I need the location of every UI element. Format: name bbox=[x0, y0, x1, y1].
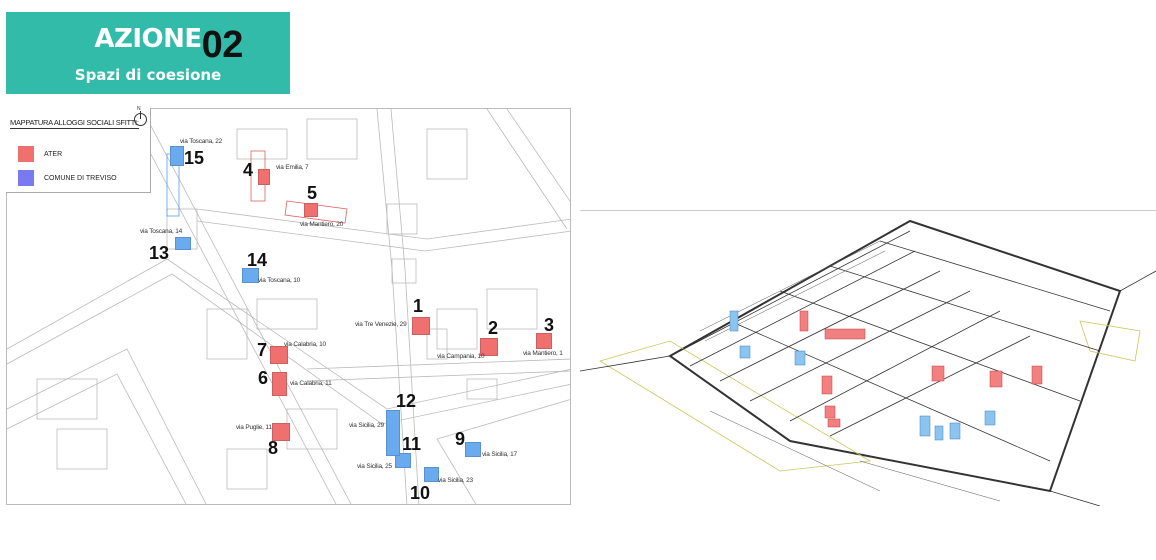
marker-address: via Toscana, 14 bbox=[140, 228, 183, 235]
housing-unit-marker-3 bbox=[536, 333, 552, 349]
map-legend: MAPPATURA ALLOGGI SOCIALI SFITTI: ATER C… bbox=[6, 108, 151, 193]
north-arrow-icon bbox=[134, 111, 147, 126]
housing-unit-marker-7 bbox=[270, 346, 288, 364]
marker-number: 3 bbox=[544, 315, 555, 335]
housing-unit-marker-15 bbox=[170, 146, 184, 166]
housing-unit-marker-8 bbox=[272, 423, 290, 441]
marker-address: via Sicilia, 29 bbox=[349, 422, 384, 429]
marker-number: 13 bbox=[149, 243, 170, 263]
housing-unit-marker-2 bbox=[480, 338, 498, 356]
marker-address: via Emilia, 7 bbox=[276, 164, 309, 171]
legend-title: MAPPATURA ALLOGGI SOCIALI SFITTI: bbox=[10, 118, 139, 129]
axonometric-drawing bbox=[579, 219, 1156, 507]
housing-unit-marker-14 bbox=[242, 268, 259, 283]
housing-unit-marker-4 bbox=[258, 169, 270, 185]
marker-address: via Mantiero, 1 bbox=[523, 350, 563, 357]
housing-unit-marker-11 bbox=[395, 453, 411, 468]
action-banner: AZIONE 02 Spazi di coesione bbox=[6, 12, 290, 94]
housing-unit-marker-6 bbox=[272, 372, 287, 396]
legend-swatch-comune bbox=[18, 170, 34, 186]
marker-address: via Campania, 10 bbox=[437, 353, 485, 360]
marker-address: via Calabria, 11 bbox=[290, 380, 332, 387]
marker-address: via Calabria, 10 bbox=[284, 341, 326, 348]
street-network bbox=[7, 109, 570, 504]
marker-number: 2 bbox=[488, 318, 499, 338]
banner-subtitle: Spazi di coesione bbox=[74, 66, 222, 84]
marker-number: 10 bbox=[410, 483, 431, 503]
housing-unit-marker-12 bbox=[386, 410, 400, 456]
housing-unit-marker-1 bbox=[412, 317, 430, 335]
marker-number: 8 bbox=[268, 438, 279, 458]
housing-unit-marker-13 bbox=[175, 237, 191, 250]
marker-address: via Mantiero, 20 bbox=[300, 221, 344, 228]
marker-address: via Puglie, 11 bbox=[236, 424, 272, 431]
marker-number: 14 bbox=[247, 250, 268, 270]
marker-address: via Sicilia, 23 bbox=[438, 477, 473, 484]
legend-label-ater: ATER bbox=[44, 151, 63, 158]
legend-label-comune: COMUNE DI TREVISO bbox=[44, 175, 117, 182]
marker-address: via Tre Venezie, 29 bbox=[355, 321, 407, 328]
marker-number: 9 bbox=[455, 429, 466, 449]
axonometric-view bbox=[579, 210, 1156, 507]
marker-number: 4 bbox=[243, 160, 254, 180]
marker-number: 5 bbox=[307, 183, 318, 203]
marker-number: 12 bbox=[396, 391, 417, 411]
marker-number: 11 bbox=[402, 434, 422, 454]
marker-address: via Toscana, 22 bbox=[180, 138, 223, 145]
marker-number: 15 bbox=[184, 148, 205, 168]
marker-address: via Toscana, 10 bbox=[258, 277, 301, 284]
compass-north-label: N bbox=[137, 106, 141, 112]
marker-number: 6 bbox=[258, 368, 269, 388]
housing-unit-marker-10 bbox=[424, 467, 439, 482]
marker-number: 7 bbox=[257, 340, 268, 360]
banner-title: AZIONE 02 bbox=[6, 24, 290, 66]
marker-number: 1 bbox=[413, 296, 424, 316]
banner-title-text: AZIONE bbox=[94, 24, 202, 54]
marker-address: via Sicilia, 25 bbox=[357, 463, 392, 470]
housing-unit-marker-9 bbox=[465, 442, 481, 457]
banner-number: 02 bbox=[201, 24, 244, 66]
marker-address: via Sicilia, 17 bbox=[482, 451, 517, 458]
housing-unit-marker-5 bbox=[304, 203, 318, 217]
legend-swatch-ater bbox=[18, 146, 34, 162]
